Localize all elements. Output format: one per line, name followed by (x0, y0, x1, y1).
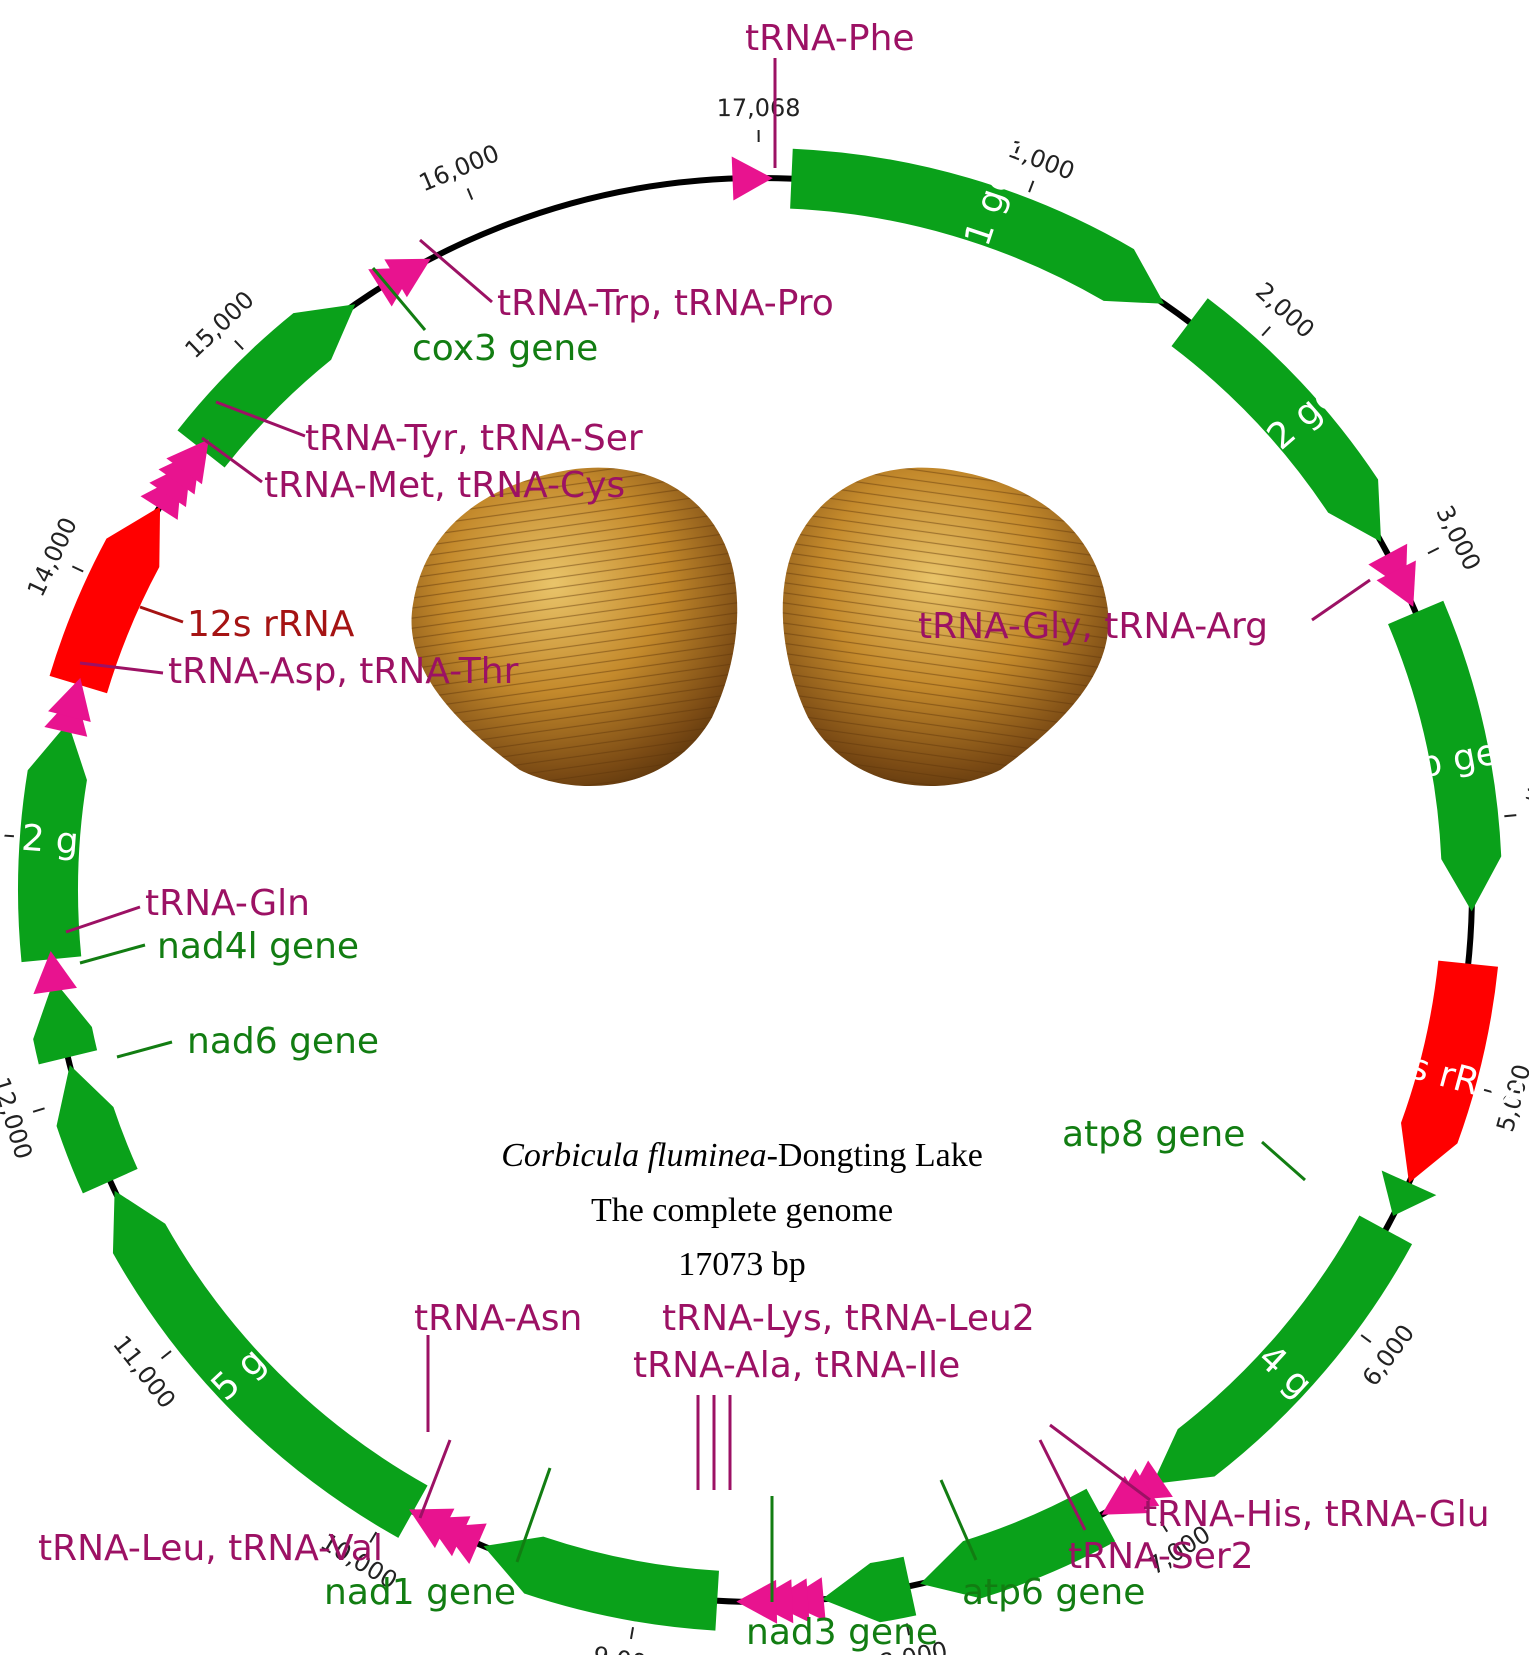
trna-gln (33, 950, 77, 995)
tick-label-2: 3,000 (1430, 501, 1486, 575)
label-trna-trp-pro: tRNA-Trp, tRNA-Pro (497, 283, 834, 324)
tick-label-3: 4,000 (1521, 777, 1529, 848)
label-nad3-gene: nad3 gene (746, 1612, 938, 1653)
tick-mark-10 (160, 1350, 172, 1360)
label-atp6-gene: atp6 gene (962, 1572, 1145, 1613)
tick-mark-9 (369, 1531, 378, 1543)
feature-nad3 (821, 1556, 917, 1623)
label-nad4l-gene: nad4l gene (157, 926, 359, 967)
label-trna-leu-val: tRNA-Leu, tRNA-Val (38, 1528, 383, 1569)
feature-nad4 (1152, 1215, 1413, 1485)
clam-shell-image (411, 467, 1109, 786)
feature-nad2 (17, 722, 87, 963)
label-trna-tyr-ser: tRNA-Tyr, tRNA-Ser (305, 418, 643, 459)
label-trna-asn: tRNA-Asn (414, 1298, 582, 1339)
trna-ile (736, 1579, 778, 1624)
feature-cox3 (177, 304, 356, 468)
tick-mark-6 (1159, 1521, 1169, 1533)
feature-nad5 (112, 1190, 428, 1538)
tick-label-16: 17,068 (717, 94, 801, 122)
genome-title: Corbicula fluminea-Dongting Lake (501, 1137, 983, 1174)
label-12s-rrna: 12s rRNA (187, 604, 355, 645)
tick-label-15: 16,000 (415, 139, 503, 197)
label-cox3-gene: cox3 gene (412, 328, 598, 369)
label-nad6-gene: nad6 gene (187, 1021, 379, 1062)
tick-label-5: 6,000 (1357, 1319, 1420, 1391)
label-trna-met-cys: tRNA-Met, tRNA-Cys (264, 465, 625, 506)
tick-mark-3 (1504, 814, 1517, 818)
trna-thr (48, 677, 91, 722)
tick-label-1: 2,000 (1250, 277, 1320, 344)
genome-length: 17073 bp (678, 1246, 806, 1283)
tick-mark-8 (630, 1626, 635, 1640)
label-trna-ala-ile: tRNA-Ala, tRNA-Ile (633, 1345, 960, 1386)
label-trna-phe: tRNA-Phe (745, 18, 915, 59)
tick-label-8: 9,000 (591, 1641, 663, 1655)
tick-mark-5 (1360, 1334, 1372, 1344)
feature-atp6 (920, 1488, 1116, 1599)
trna-ser (166, 439, 209, 485)
tick-label-11: 12,000 (0, 1074, 38, 1162)
tick-mark-15 (466, 188, 474, 200)
tick-mark-12 (1, 834, 15, 838)
feature-cox1 (790, 148, 1165, 304)
trna-markers (33, 156, 1416, 1624)
trna-phe (731, 156, 773, 201)
trna-ser2 (1101, 1475, 1148, 1515)
label-nad1-gene: nad1 gene (324, 1572, 516, 1613)
genome-subtitle: The complete genome (591, 1192, 893, 1229)
location-name: -Dongting Lake (767, 1137, 983, 1174)
label-atp8-gene: atp8 gene (1062, 1114, 1245, 1155)
tick-label-10: 11,000 (107, 1330, 181, 1413)
label-trna-gly-arg: tRNA-Gly, tRNA-Arg (918, 606, 1268, 647)
label-trna-ser2: tRNA-Ser2 (1068, 1536, 1254, 1577)
tick-mark-13 (71, 565, 84, 573)
label-trna-his-glu: tRNA-His, tRNA-Glu (1143, 1494, 1490, 1535)
tick-mark-11 (32, 1107, 45, 1113)
feature-rrna16 (1401, 960, 1499, 1183)
label-trna-gln: tRNA-Gln (145, 883, 310, 924)
species-name: Corbicula fluminea (501, 1137, 766, 1174)
feature-cob (1388, 600, 1502, 912)
tick-mark-0 (1028, 180, 1035, 193)
trna-pro (384, 258, 431, 298)
feature-rrna12 (49, 506, 161, 694)
feature-nad6 (56, 1064, 138, 1194)
scale-ticks: 1,0002,0003,0004,0005,0006,0007,0008,000… (0, 94, 1529, 1655)
trna-asn (409, 1508, 455, 1549)
feature-cox2 (1171, 298, 1382, 542)
tick-mark-1 (1261, 326, 1271, 337)
feature-nad4l (33, 980, 98, 1065)
callout-labels: tRNA-Phe tRNA-Trp, tRNA-Pro cox3 gene tR… (38, 18, 1490, 1653)
callout-leaders (65, 58, 1371, 1602)
feature-atp8 (1381, 1170, 1437, 1216)
tick-mark-14 (234, 339, 244, 351)
label-trna-lys-leu2: tRNA-Lys, tRNA-Leu2 (662, 1298, 1035, 1339)
tick-label-13: 14,000 (22, 513, 83, 601)
tick-mark-2 (1427, 547, 1440, 555)
tick-mark-4 (1480, 1088, 1493, 1094)
feature-nad1 (483, 1536, 719, 1631)
label-trna-asp-thr: tRNA-Asp, tRNA-Thr (168, 651, 519, 692)
tick-label-14: 15,000 (180, 286, 260, 364)
tick-mark-7 (905, 1623, 911, 1636)
trna-arg (1376, 560, 1416, 607)
